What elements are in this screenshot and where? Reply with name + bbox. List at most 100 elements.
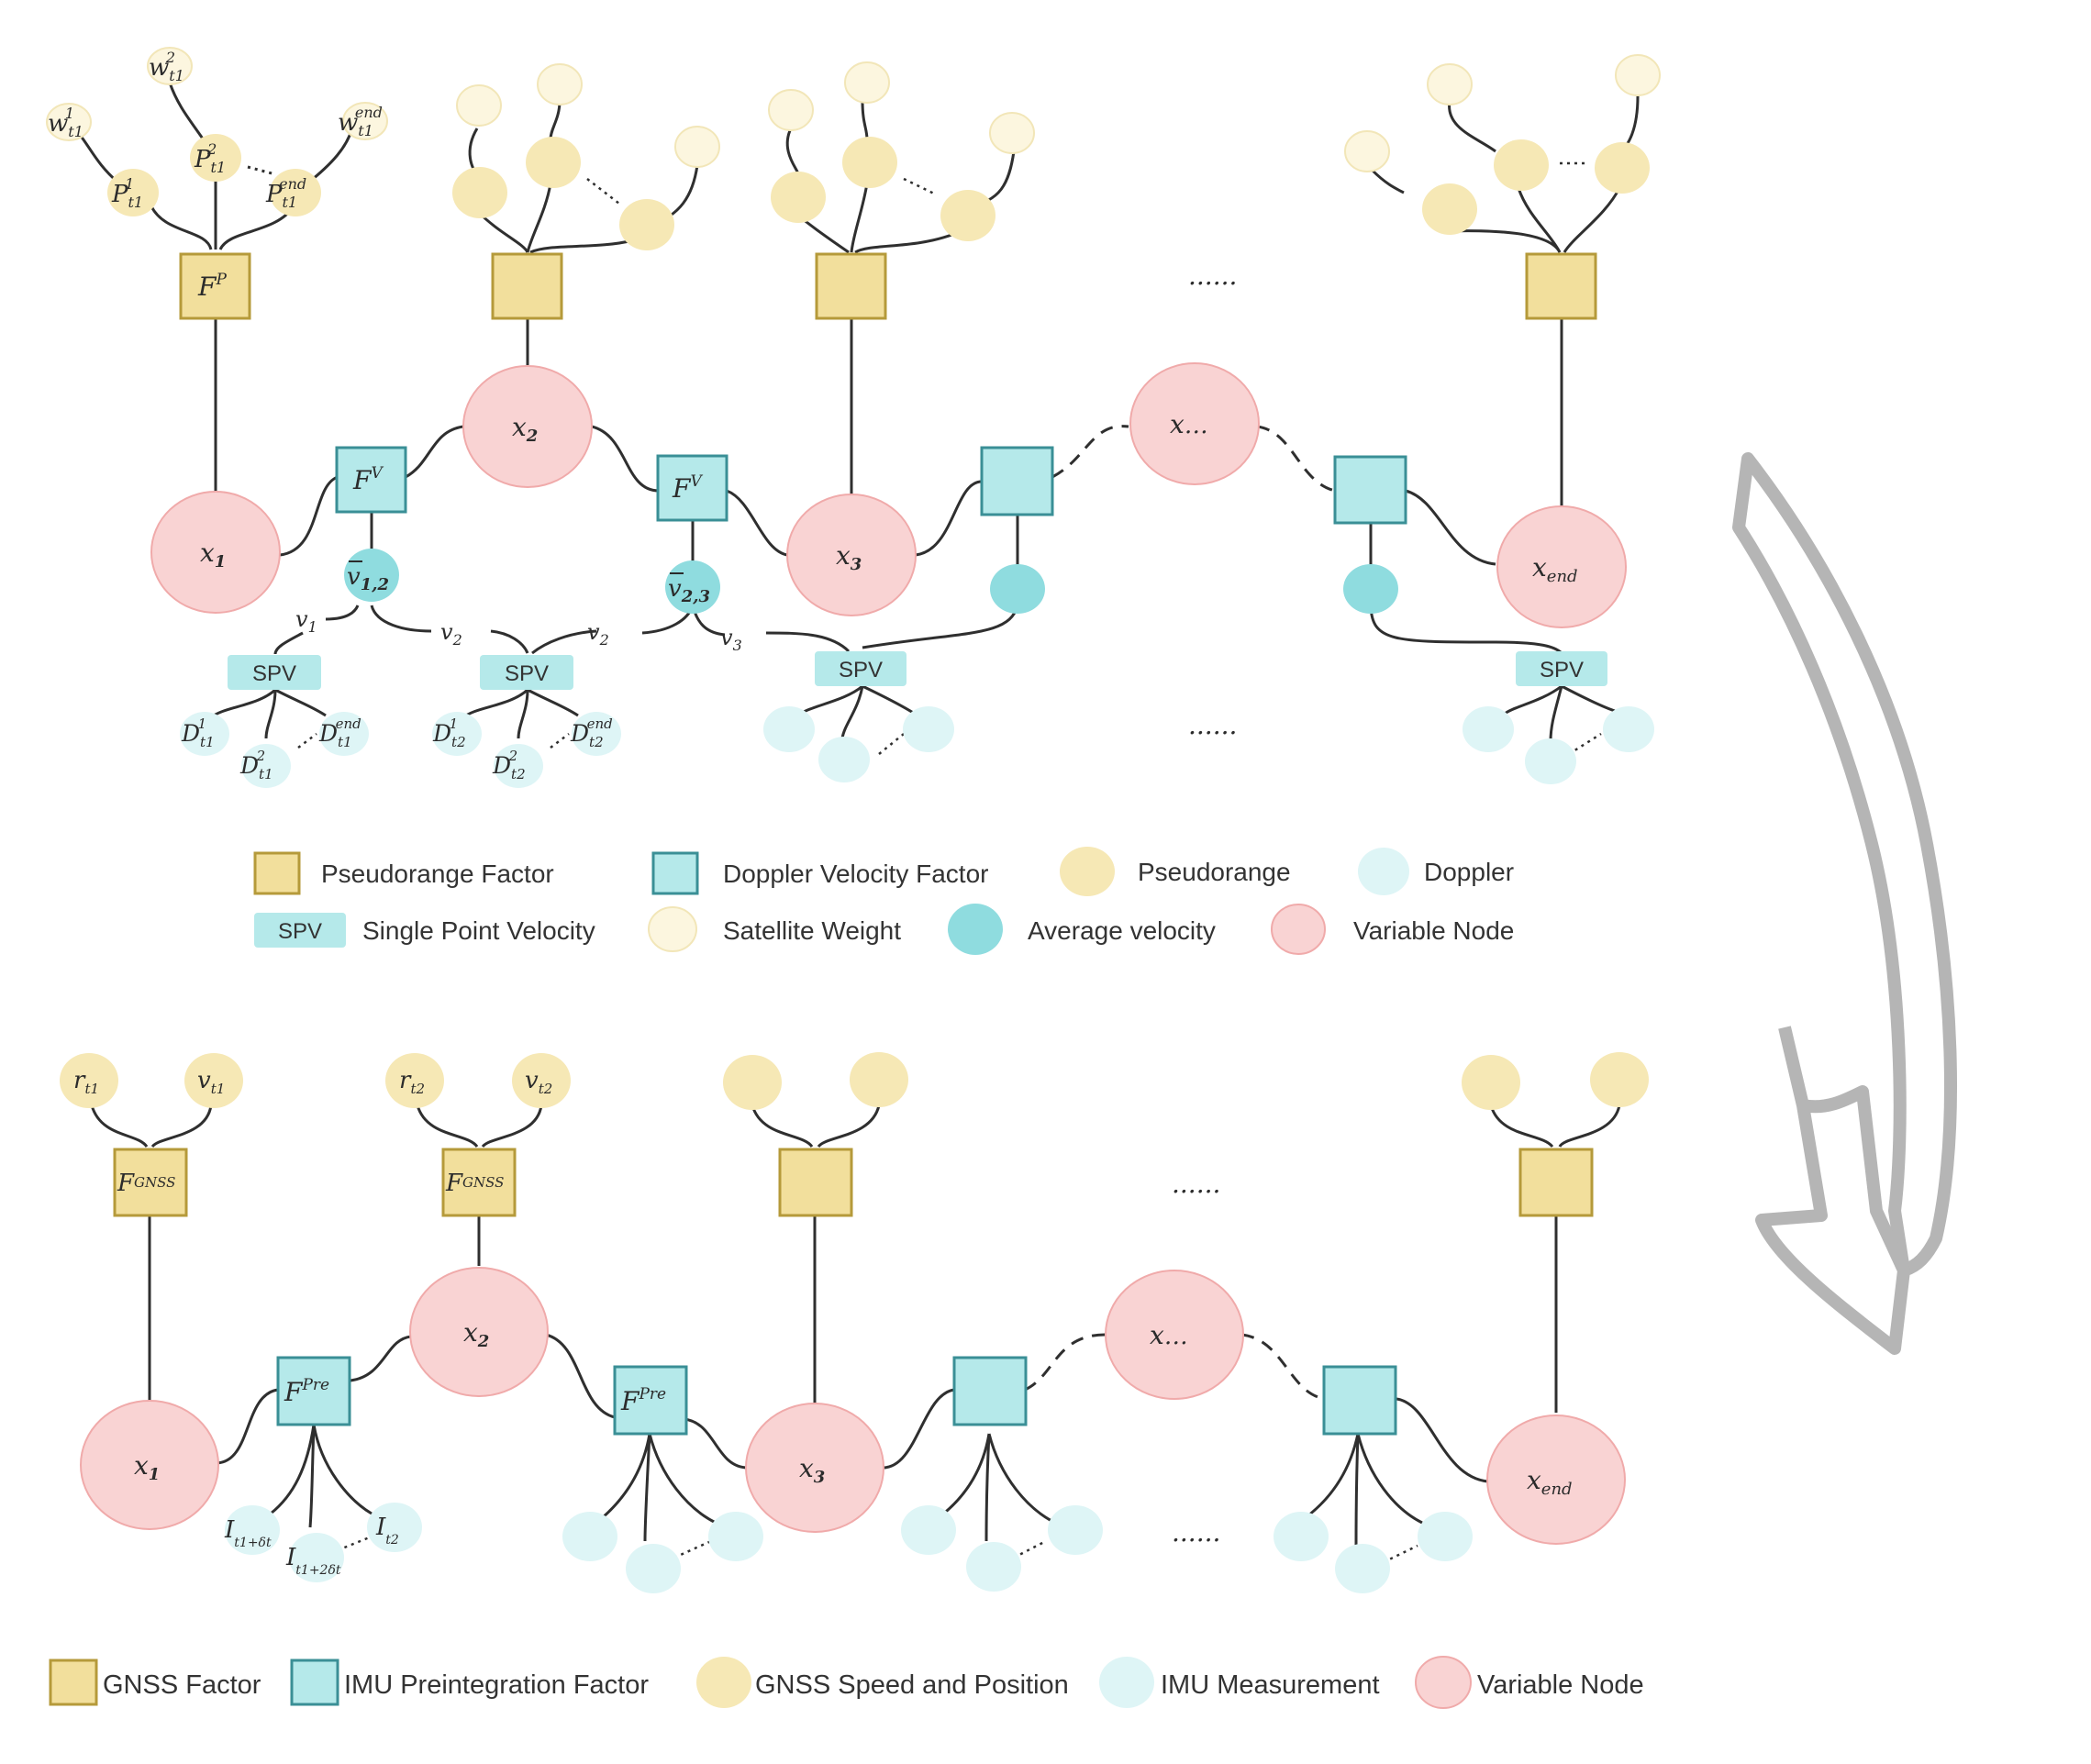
gnss-node [512, 1053, 571, 1108]
legend-pseudorange-factor-swatch [253, 851, 301, 895]
doppler-label: Dt2end [570, 716, 613, 750]
variable-node-xdots [1129, 362, 1260, 485]
bottom-legend: GNSS Factor IMU Preintegration Factor GN… [49, 1656, 1644, 1709]
doppler-label: Dt22 [492, 748, 526, 782]
imu-preintegration-factor [1322, 1365, 1397, 1436]
legend-doppler-factor-swatch [651, 851, 699, 895]
legend-gnss-factor-swatch [49, 1659, 98, 1706]
spv-box [480, 655, 573, 690]
satellite-weight-node [844, 61, 890, 104]
pseudorange-factor [815, 252, 887, 320]
spv-label: SPV [839, 658, 883, 682]
factor-fv-label: FV [352, 464, 384, 495]
svg-text:v1,2: v1,2 [347, 563, 389, 594]
gnss-factor [113, 1148, 188, 1217]
legend-doppler-swatch [1358, 848, 1409, 895]
gnss-factor [778, 1148, 853, 1217]
legend-average-velocity-swatch [948, 904, 1003, 955]
variable-node-x1 [150, 491, 281, 614]
avg-velocity-label: v1,2 [347, 560, 389, 594]
doppler-node [494, 744, 543, 788]
spv-box [228, 655, 321, 690]
bottom-labels: rt1 vt1 rt2 vt2 FGNSS FGNSS FPre FPre ..… [73, 1067, 1573, 1578]
variable-node-xend [1486, 1415, 1626, 1545]
legend-pseudorange-factor: Pseudorange Factor [321, 860, 554, 888]
top-labels: wt11 wt12 wt1end Pt11 Pt12 Pt1end FP FV … [48, 49, 1584, 782]
doppler-label: Dt11 [181, 716, 215, 750]
top-nodes [46, 47, 1661, 788]
imu-node [901, 1505, 956, 1555]
variable-label: x1 [200, 538, 226, 571]
legend-average-velocity: Average velocity [1028, 916, 1216, 945]
average-velocity-node [1343, 564, 1398, 614]
gnss-node [723, 1055, 782, 1110]
factor-fv-label: FV [672, 472, 703, 504]
imu-node [1048, 1505, 1103, 1555]
pseudorange-node [842, 137, 897, 188]
doppler-node [432, 712, 482, 756]
bottom-nodes [60, 1052, 1649, 1593]
variable-node-x2 [462, 365, 593, 488]
doppler-node [319, 712, 369, 756]
legend-gnss-factor: GNSS Factor [103, 1670, 261, 1700]
imu-node [966, 1542, 1021, 1592]
pseudorange-node [940, 190, 995, 241]
imu-node [1274, 1512, 1329, 1561]
average-velocity-node [990, 564, 1045, 614]
satellite-weight-node [1427, 63, 1473, 105]
variable-node-x3 [745, 1403, 884, 1533]
satellite-weight-node [768, 89, 814, 131]
imu-node [562, 1512, 617, 1561]
doppler-node [818, 737, 870, 782]
gnss-factor [1518, 1148, 1594, 1217]
legend-satellite-weight-swatch [648, 906, 697, 952]
top-legend: Pseudorange Factor Doppler Velocity Fact… [253, 847, 1514, 955]
doppler-velocity-factor [980, 446, 1054, 516]
satellite-weight-node [989, 112, 1035, 154]
variable-label: x… [1170, 409, 1208, 439]
pseudorange-node [107, 169, 159, 216]
velocity-label: v1 [295, 606, 317, 636]
imu-node [367, 1503, 422, 1552]
satellite-weight-node [1615, 54, 1661, 96]
imu-node [1418, 1512, 1473, 1561]
variable-node-xend [1496, 505, 1627, 628]
pseudorange-node [270, 169, 321, 216]
gnss-node-label: vt1 [197, 1067, 225, 1097]
spv-label: SPV [1540, 658, 1584, 682]
legend-single-point-velocity: Single Point Velocity [362, 916, 595, 945]
doppler-node [180, 712, 229, 756]
ellipsis: ...... [1188, 710, 1237, 740]
variable-node-x1 [80, 1400, 219, 1530]
legend-imu-node-swatch [1099, 1657, 1154, 1708]
variable-node-x3 [786, 494, 917, 616]
pseudorange-node [1494, 139, 1549, 191]
variable-label: x… [1150, 1320, 1188, 1350]
satellite-weight-node [46, 103, 92, 141]
pre-factor-label: FPre [620, 1385, 666, 1416]
legend-doppler: Doppler [1424, 858, 1514, 886]
gnss-node-label: vt2 [525, 1067, 552, 1097]
variable-label: x3 [836, 540, 862, 574]
gnss-node [60, 1053, 118, 1108]
variable-label: x2 [512, 412, 538, 446]
pseudorange-node [619, 199, 674, 250]
satellite-weight-node [342, 102, 388, 140]
gnss-node [184, 1053, 243, 1108]
weight-label: wt12 [149, 49, 184, 84]
satellite-weight-node [456, 84, 502, 127]
pseudorange-node [1595, 142, 1650, 194]
doppler-velocity-factor [656, 454, 729, 522]
velocity-label: v3 [720, 625, 742, 654]
satellite-weight-node [537, 63, 583, 105]
variable-label: xend [1527, 1465, 1573, 1499]
ellipsis: ...... [1188, 261, 1237, 291]
legend-pseudorange-swatch [1060, 847, 1115, 896]
velocity-label: v2 [587, 619, 609, 649]
imu-preintegration-factor [613, 1365, 688, 1436]
spv-label: SPV [252, 661, 296, 686]
pseudorange-label: Pt12 [194, 140, 226, 176]
imu-node [626, 1544, 681, 1593]
gnss-node-label: rt2 [399, 1067, 425, 1097]
variable-node-x2 [409, 1267, 549, 1397]
